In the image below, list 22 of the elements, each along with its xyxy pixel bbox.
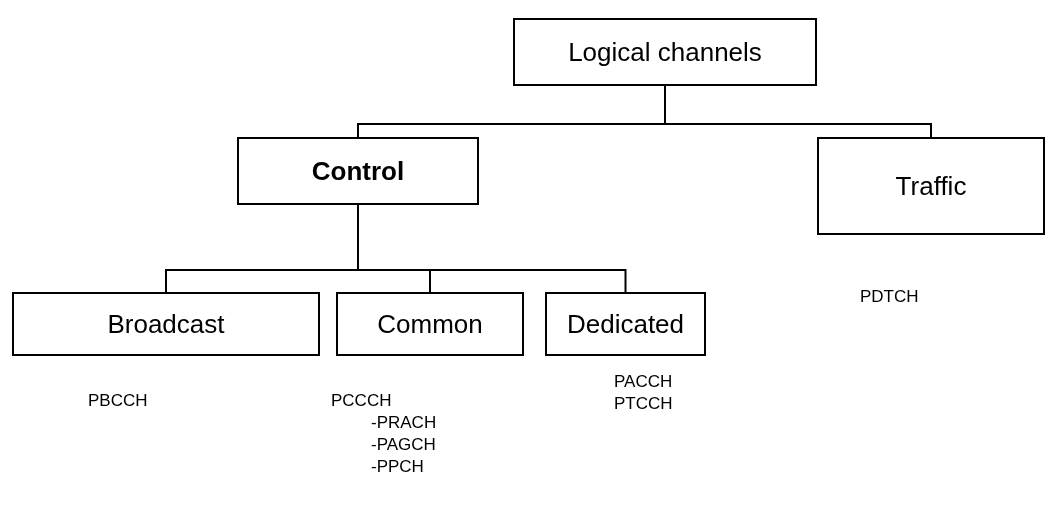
channel-label: -PPCH	[371, 456, 424, 478]
connector-line	[664, 85, 932, 138]
channel-label: PBCCH	[88, 390, 148, 412]
process-box	[545, 292, 706, 356]
process-box	[237, 137, 479, 205]
process-box	[336, 292, 524, 356]
channel-label: PDTCH	[860, 286, 919, 308]
node-label: Broadcast	[107, 308, 225, 340]
process-box	[817, 137, 1045, 235]
channel-label: PACCH	[614, 371, 673, 393]
channel-label: PTCCH	[614, 393, 673, 415]
node-label: Traffic	[895, 170, 967, 202]
channel-label: -PAGCH	[371, 434, 436, 456]
node-label: Logical channels	[568, 36, 762, 68]
channel-label: -PRACH	[371, 412, 437, 434]
node-label: Common	[377, 308, 483, 340]
node-label: Control	[311, 155, 405, 187]
process-box	[12, 292, 320, 356]
connector-line	[357, 204, 627, 293]
process-box	[513, 18, 817, 86]
node-label: Dedicated	[566, 308, 685, 340]
channel-label: PCCCH	[331, 390, 392, 412]
